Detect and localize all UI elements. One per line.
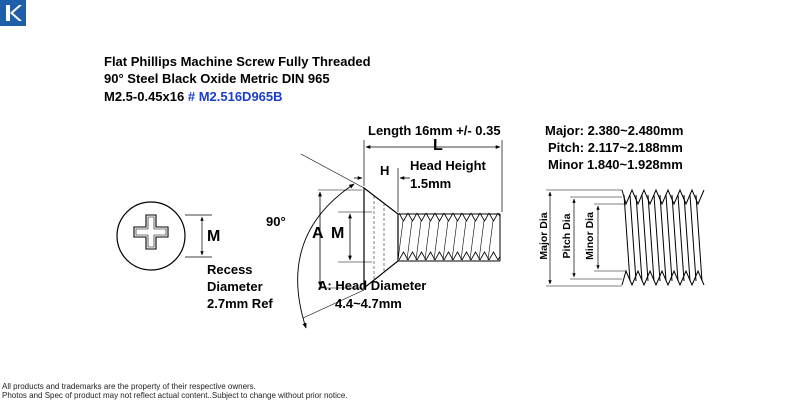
footer-line-2: Photos and Spec of product may not refle…: [2, 391, 348, 400]
recess-label-3: 2.7mm Ref: [207, 296, 273, 311]
head-height-symbol: H: [380, 163, 390, 178]
length-label: Length 16mm +/- 0.35: [368, 123, 501, 138]
head-diameter-symbol: A: [312, 225, 324, 242]
brand-logo-icon: [0, 0, 26, 26]
thread-detail: [546, 188, 705, 287]
screw-side-view: [363, 186, 501, 290]
title-line-2: 90° Steel Black Oxide Metric DIN 965: [104, 71, 330, 86]
title-line-1: Flat Phillips Machine Screw Fully Thread…: [104, 54, 371, 69]
title-line-3: M2.5-0.45x16 # M2.516D965B: [104, 89, 283, 104]
head-top-view: [116, 201, 212, 271]
head-diameter-dimension: [318, 189, 372, 289]
major-spec: Major: 2.380~2.480mm: [545, 123, 684, 138]
head-height-dimension: [354, 168, 410, 212]
head-height-label: Head Height: [410, 158, 486, 173]
recess-label-1: Recess: [207, 262, 253, 277]
size-spec: M2.5-0.45x16: [104, 89, 185, 104]
minor-dia-label: Minor Dia: [584, 212, 596, 260]
recess-label-2: Diameter: [207, 279, 263, 294]
angle-label: 90°: [266, 214, 286, 229]
length-symbol: L: [433, 137, 443, 154]
part-number-link[interactable]: # M2.516D965B: [187, 89, 283, 104]
head-height-value: 1.5mm: [410, 176, 452, 191]
major-dia-label: Major Dia: [538, 212, 550, 260]
pitch-dia-label: Pitch Dia: [561, 213, 573, 259]
head-diameter-value: 4.4~4.7mm: [335, 296, 402, 311]
length-dimension: [363, 140, 503, 212]
recess-symbol-side: M: [331, 225, 345, 242]
footer-line-1: All products and trademarks are the prop…: [2, 382, 256, 391]
angle-90-arc: [297, 153, 365, 329]
recess-symbol-top: M: [207, 228, 221, 245]
minor-spec: Minor 1.840~1.928mm: [548, 157, 683, 172]
head-diameter-label: A: Head Diameter: [318, 278, 427, 293]
pitch-spec: Pitch: 2.117~2.188mm: [548, 140, 683, 155]
